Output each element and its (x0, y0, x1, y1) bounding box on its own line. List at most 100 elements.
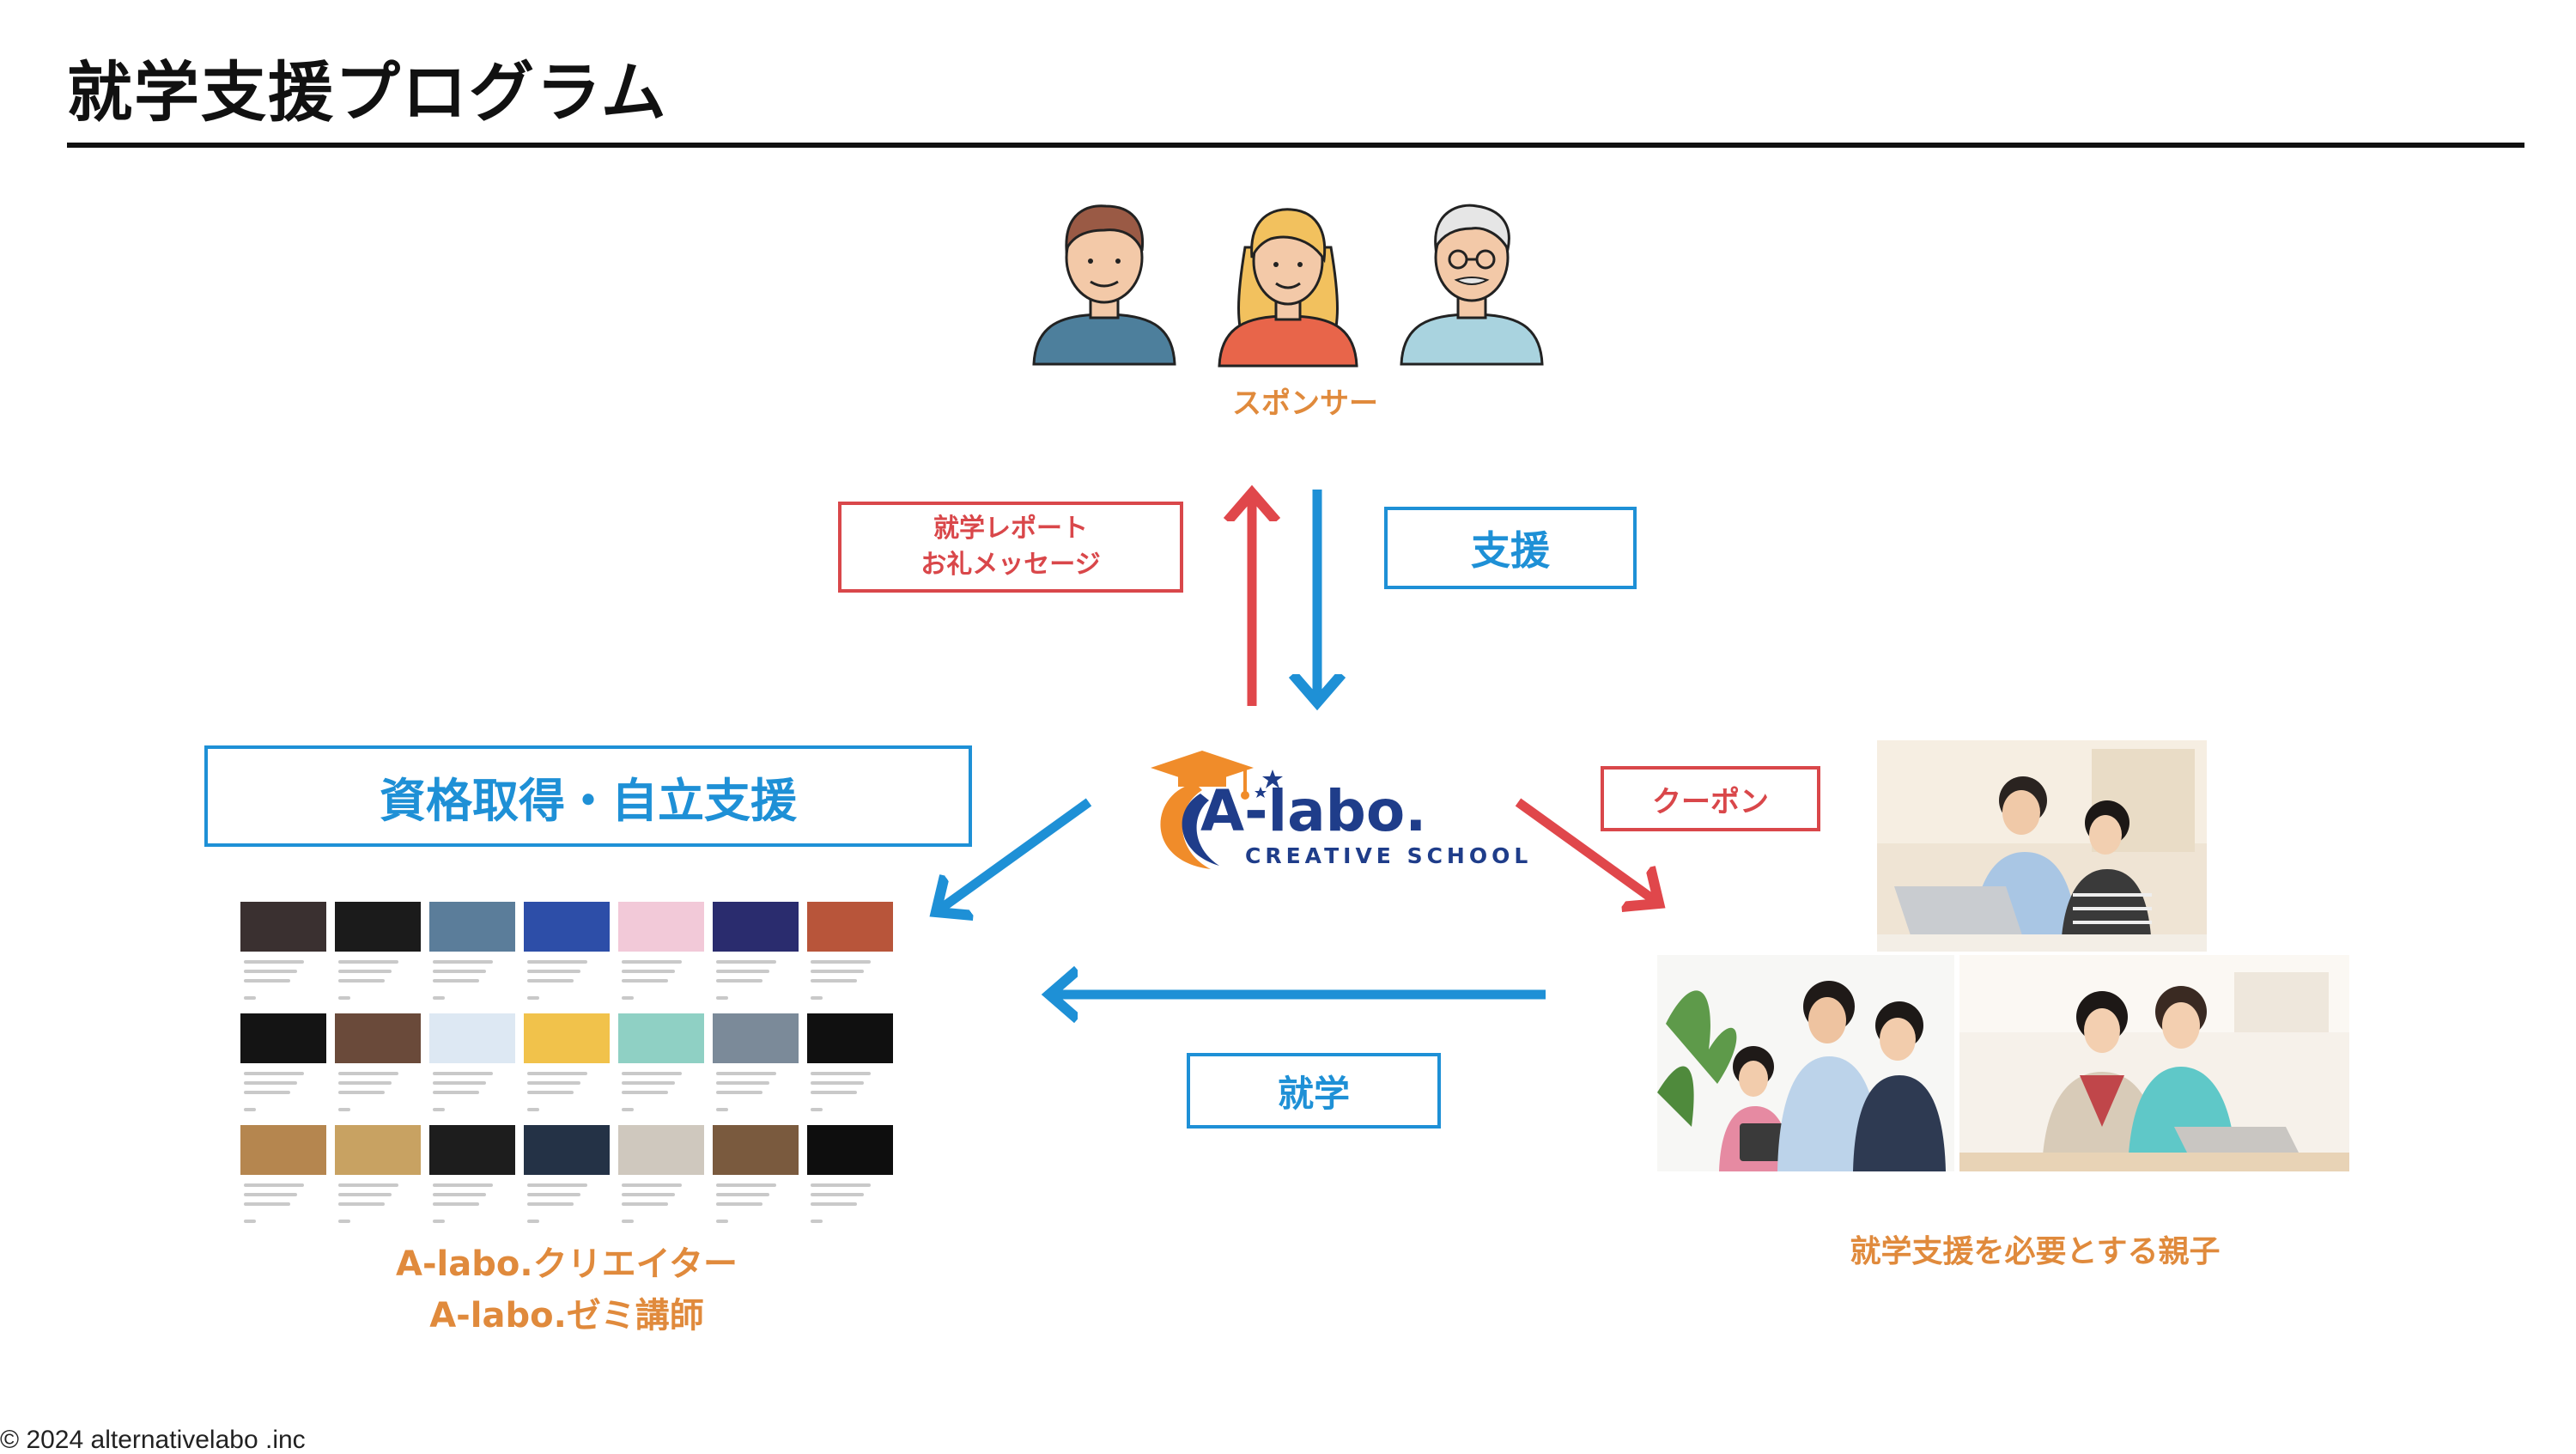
logo-name: A-labo. (1200, 778, 1427, 844)
video-caption-line (338, 970, 392, 973)
video-meta-line (433, 996, 445, 1000)
video-caption-line (527, 1193, 580, 1196)
video-meta-line (244, 996, 256, 1000)
elder-avatar-icon (1400, 204, 1544, 366)
video-thumbnail (713, 1125, 799, 1175)
video-caption-line (622, 1081, 675, 1085)
video-thumbnail (807, 902, 893, 952)
video-meta-line (811, 1108, 823, 1111)
qualification-box: 資格取得・自立支援 (204, 745, 972, 847)
video-caption-line (527, 1202, 574, 1206)
video-tile (807, 1013, 893, 1122)
video-meta-line (433, 1220, 445, 1223)
video-tile (524, 1125, 610, 1233)
video-thumbnail (713, 902, 799, 952)
video-caption-line (622, 1091, 668, 1094)
video-caption-line (244, 1193, 297, 1196)
video-meta-line (527, 996, 539, 1000)
father-son-tablet-photo (1657, 955, 1954, 1171)
title-divider (67, 143, 2524, 148)
video-caption-line (811, 970, 864, 973)
video-thumbnail (618, 902, 704, 952)
video-tile (807, 902, 893, 1010)
video-tile (524, 1013, 610, 1122)
video-caption-line (338, 1202, 385, 1206)
video-caption-line (527, 1072, 587, 1075)
video-caption-line (622, 970, 675, 973)
video-tile (240, 1013, 326, 1122)
video-meta-line (338, 1220, 350, 1223)
video-tile (429, 1125, 515, 1233)
video-caption-line (811, 1183, 871, 1187)
video-caption-line (716, 960, 776, 964)
video-caption-line (716, 1081, 769, 1085)
video-caption-line (811, 1202, 857, 1206)
video-caption-line (716, 1193, 769, 1196)
video-meta-line (244, 1220, 256, 1223)
video-thumbnail (240, 1125, 326, 1175)
video-caption-line (527, 960, 587, 964)
alabo-logo-icon (1151, 751, 1283, 869)
video-caption-line (716, 979, 762, 983)
video-tile (618, 902, 704, 1010)
video-caption-line (716, 1183, 776, 1187)
video-meta-line (622, 1220, 634, 1223)
video-caption-line (244, 970, 297, 973)
video-thumbnail (335, 1125, 421, 1175)
video-thumbnail (240, 1013, 326, 1063)
video-thumbnail (429, 1125, 515, 1175)
creator-line-2: A-labo.ゼミ講師 (429, 1296, 704, 1335)
video-caption-line (433, 970, 486, 973)
video-tile (240, 902, 326, 1010)
video-meta-line (338, 996, 350, 1000)
video-caption-line (622, 1183, 682, 1187)
video-caption-line (716, 1091, 762, 1094)
video-meta-line (244, 1108, 256, 1111)
video-caption-line (433, 960, 493, 964)
video-caption-line (338, 1193, 392, 1196)
video-meta-line (622, 996, 634, 1000)
video-caption-line (622, 960, 682, 964)
video-caption-line (622, 1193, 675, 1196)
creator-label: A-labo.クリエイター A-labo.ゼミ講師 (343, 1238, 790, 1341)
video-tile (618, 1013, 704, 1122)
video-meta-line (338, 1108, 350, 1111)
video-thumbnail (524, 1125, 610, 1175)
video-caption-line (811, 1072, 871, 1075)
video-tile (713, 902, 799, 1010)
video-tile (618, 1125, 704, 1233)
video-thumbnail (618, 1013, 704, 1063)
video-thumbnail (713, 1013, 799, 1063)
video-thumbnail (618, 1125, 704, 1175)
video-caption-line (527, 1183, 587, 1187)
video-thumbnail (240, 902, 326, 952)
page-title: 就学支援プログラム (67, 54, 668, 131)
video-thumbnail (807, 1013, 893, 1063)
video-tile (335, 1013, 421, 1122)
video-caption-line (244, 1072, 304, 1075)
video-tile (429, 1013, 515, 1122)
report-line-1: 就学レポート (933, 514, 1088, 544)
video-caption-line (527, 1091, 574, 1094)
woman-avatar-icon (1218, 208, 1358, 368)
video-thumbnail (807, 1125, 893, 1175)
copyright-text: © 2024 alternativelabo .inc (0, 1426, 306, 1454)
video-thumbnail (524, 902, 610, 952)
video-meta-line (716, 996, 728, 1000)
video-caption-line (622, 1072, 682, 1075)
video-meta-line (527, 1108, 539, 1111)
video-tile (713, 1013, 799, 1122)
video-tile (240, 1125, 326, 1233)
video-meta-line (622, 1108, 634, 1111)
video-caption-line (716, 1072, 776, 1075)
video-caption-line (338, 979, 385, 983)
video-caption-line (433, 1202, 479, 1206)
video-caption-line (527, 979, 574, 983)
video-caption-line (338, 1091, 385, 1094)
video-caption-line (244, 1202, 290, 1206)
mother-daughter-studying-photo (1959, 955, 2349, 1171)
video-caption-line (811, 1081, 864, 1085)
video-caption-line (433, 1072, 493, 1075)
mother-daughter-laptop-photo (1877, 740, 2207, 952)
video-tile (807, 1125, 893, 1233)
